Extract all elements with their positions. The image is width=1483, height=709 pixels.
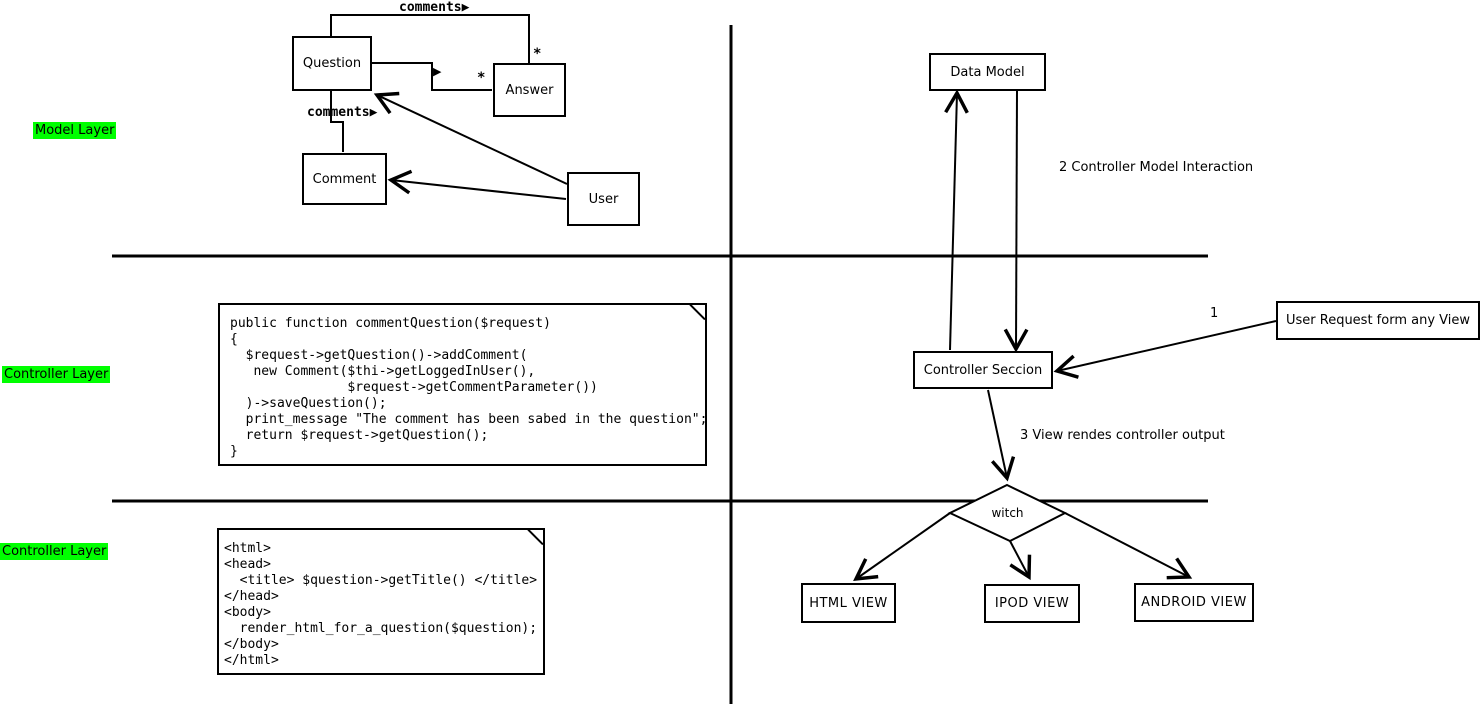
- controller-seccion-box: Controller Seccion: [913, 351, 1053, 389]
- controller-layer-label: Controller Layer: [2, 366, 111, 383]
- step-1-label: 1: [1210, 306, 1219, 321]
- answer-multiplicity-top: *: [533, 46, 542, 62]
- arrow-witch-androidview: [1064, 512, 1193, 580]
- arrow-witch-htmlview: [853, 512, 951, 582]
- user-request-box: User Request form any View: [1276, 301, 1480, 340]
- arrow-controller-witch: [987, 389, 1016, 482]
- step-3-label: 3 View rendes controller output: [1020, 428, 1225, 443]
- arrow-controller-datamodel: [944, 89, 969, 351]
- witch-diamond: [947, 483, 1068, 543]
- link-question-answer: [372, 62, 492, 91]
- comments-top-label: comments▶: [399, 0, 470, 15]
- link-question-answer-comments: [330, 14, 530, 63]
- arrow-user-comment: [387, 169, 567, 200]
- link-direction-arrow-icon: ▶: [433, 65, 442, 78]
- data-model-box: Data Model: [929, 53, 1046, 91]
- view-code-text: <html> <head> <title> $question->getTitl…: [224, 541, 538, 668]
- arrow-witch-ipodview: [1009, 540, 1032, 581]
- controller-code-text: public function commentQuestion($request…: [230, 316, 708, 459]
- question-class-box: Question: [292, 36, 372, 91]
- arrow-datamodel-controller: [1003, 89, 1029, 353]
- view-layer-label: Controller Layer: [0, 543, 109, 560]
- user-class-box: User: [567, 172, 640, 226]
- witch-diamond-label: witch: [991, 506, 1024, 520]
- comment-class-box: Comment: [302, 153, 387, 205]
- comments-bottom-label: comments▶: [307, 105, 378, 120]
- model-layer-label: Model Layer: [33, 122, 117, 139]
- answer-multiplicity-left: *: [477, 70, 486, 86]
- ipod-view-box: IPOD VIEW: [984, 584, 1080, 623]
- link-question-comment: [330, 91, 344, 152]
- arrow-userrequest-controller: [1053, 320, 1277, 379]
- controller-code-note: public function commentQuestion($request…: [218, 303, 707, 466]
- view-code-note: <html> <head> <title> $question->getTitl…: [217, 528, 545, 675]
- step-2-label: 2 Controller Model Interaction: [1059, 160, 1254, 175]
- android-view-box: ANDROID VIEW: [1134, 583, 1254, 622]
- html-view-box: HTML VIEW: [801, 583, 896, 623]
- arrow-user-question: [373, 91, 568, 185]
- answer-class-box: Answer: [493, 63, 566, 117]
